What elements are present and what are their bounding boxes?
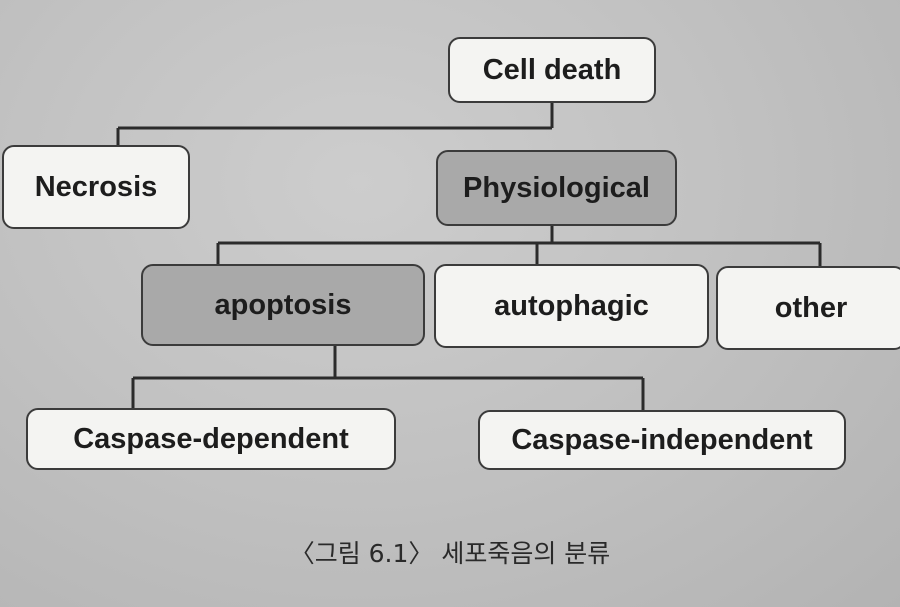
node-cell-death: Cell death xyxy=(448,37,656,103)
node-autophagic-label: autophagic xyxy=(494,289,649,322)
node-necrosis-label: Necrosis xyxy=(34,170,158,203)
node-autophagic: autophagic xyxy=(434,264,709,348)
node-physiological-label: Physiological xyxy=(463,171,650,204)
node-caspase-dependent-label: Caspase-dependent xyxy=(73,422,349,455)
node-necrosis: Necrosis xyxy=(2,145,190,229)
node-other: other xyxy=(716,266,900,350)
node-other-label: other xyxy=(774,291,848,324)
node-cell-death-label: Cell death xyxy=(482,53,622,86)
node-apoptosis: apoptosis xyxy=(141,264,425,346)
node-physiological: Physiological xyxy=(436,150,677,226)
node-caspase-independent-label: Caspase-independent xyxy=(511,423,813,456)
node-caspase-dependent: Caspase-dependent xyxy=(26,408,396,470)
node-caspase-independent: Caspase-independent xyxy=(478,410,846,470)
figure-caption: 〈그림 6.1〉 세포죽음의 분류 xyxy=(289,539,611,568)
node-apoptosis-label: apoptosis xyxy=(214,288,352,321)
